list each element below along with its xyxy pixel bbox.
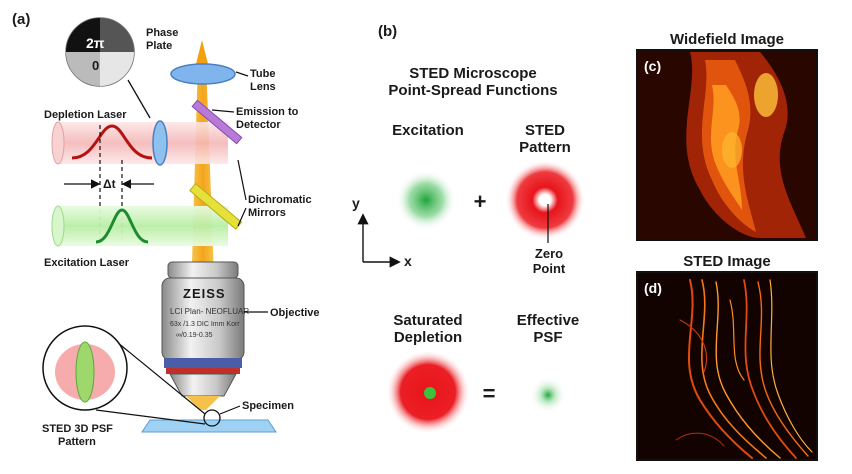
psf-callout-leader-top xyxy=(111,337,206,415)
objective-label: Objective xyxy=(270,307,320,319)
dichromatic-label-1: Dichromatic xyxy=(248,194,312,206)
panel-d-letter: (d) xyxy=(644,280,662,296)
depletion-lens xyxy=(152,120,168,166)
objective-spec-2: 63x /1.3 DIC Imm Korr xyxy=(170,321,240,328)
excitation-psf xyxy=(396,170,456,230)
effective-psf xyxy=(530,377,566,413)
phase-0-label: 0 xyxy=(92,58,99,73)
dichromatic-leader-upper xyxy=(237,159,247,201)
zero-point-label-2: Point xyxy=(533,261,566,276)
depletion-pulse-curve xyxy=(71,124,153,160)
objective-brand: ZEISS xyxy=(183,286,226,301)
delta-t-label: Δt xyxy=(103,177,116,191)
dichromatic-leader-lower xyxy=(237,207,247,227)
effective-psf-label-1: Effective xyxy=(517,312,580,329)
phase-plate-label-2: Plate xyxy=(146,40,172,52)
objective-spec-1: LCI Plan- NEOFLUAR xyxy=(170,307,249,316)
excitation-label: Excitation xyxy=(392,122,464,139)
objective-lens xyxy=(161,261,245,410)
saturated-label-2: Depletion xyxy=(394,329,462,346)
excitation-laser-label: Excitation Laser xyxy=(44,257,130,269)
phase-plate-label-1: Phase xyxy=(146,27,178,39)
phase-2pi-label: 2π xyxy=(86,35,105,51)
specimen-label: Specimen xyxy=(242,400,294,412)
panel-b-title-1: STED Microscope xyxy=(409,65,537,82)
depletion-laser-label: Depletion Laser xyxy=(44,109,127,121)
widefield-title: Widefield Image xyxy=(670,31,784,48)
tube-lens xyxy=(170,63,236,85)
emission-leader xyxy=(211,109,235,113)
psf3d-label-1: STED 3D PSF xyxy=(42,423,113,435)
specimen-leader xyxy=(219,405,241,415)
sted-image xyxy=(636,271,818,461)
depletion-laser-beam xyxy=(51,121,228,165)
tube-lens-label-2: Lens xyxy=(250,81,276,93)
zero-point-label-1: Zero xyxy=(535,246,563,261)
plus-sign: + xyxy=(474,189,487,214)
sted-image-title: STED Image xyxy=(683,253,771,270)
phase-plate-leader xyxy=(127,79,151,119)
dichromatic-label-2: Mirrors xyxy=(248,207,286,219)
phase-plate: 2π 0 xyxy=(65,17,135,87)
psf3d-label-2: Pattern xyxy=(58,436,96,448)
tube-lens-label-1: Tube xyxy=(250,68,275,80)
emission-label-1: Emission to xyxy=(236,106,299,118)
objective-spec-3: ∞/0.19-0.35 xyxy=(176,332,213,339)
equals-sign: = xyxy=(483,381,496,406)
emission-label-2: Detector xyxy=(236,119,281,131)
y-axis-label: y xyxy=(352,195,360,211)
emission-arrow-head xyxy=(196,40,208,64)
panel-a-letter: (a) xyxy=(12,11,30,28)
excitation-pulse-curve xyxy=(95,208,149,244)
excitation-laser-beam xyxy=(51,205,228,247)
dichromatic-mirror-upper xyxy=(191,99,243,145)
widefield-image xyxy=(636,49,818,241)
sted-pattern-label-1: STED xyxy=(525,122,565,139)
panel-b-letter: (b) xyxy=(378,23,397,40)
effective-psf-label-2: PSF xyxy=(533,329,562,346)
sted-pattern-psf xyxy=(505,160,585,240)
sted-pattern-label-2: Pattern xyxy=(519,139,571,156)
saturated-depletion-core xyxy=(424,387,436,399)
tube-lens-leader xyxy=(235,71,249,77)
panel-c-letter: (c) xyxy=(644,58,661,74)
specimen-focus-circle xyxy=(203,409,221,427)
psf3d-core xyxy=(75,341,95,403)
panel-b-title-2: Point-Spread Functions xyxy=(388,82,557,99)
psf-callout-leader-bottom xyxy=(95,409,206,425)
x-axis-label: x xyxy=(404,253,412,269)
saturated-label-1: Saturated xyxy=(393,312,462,329)
